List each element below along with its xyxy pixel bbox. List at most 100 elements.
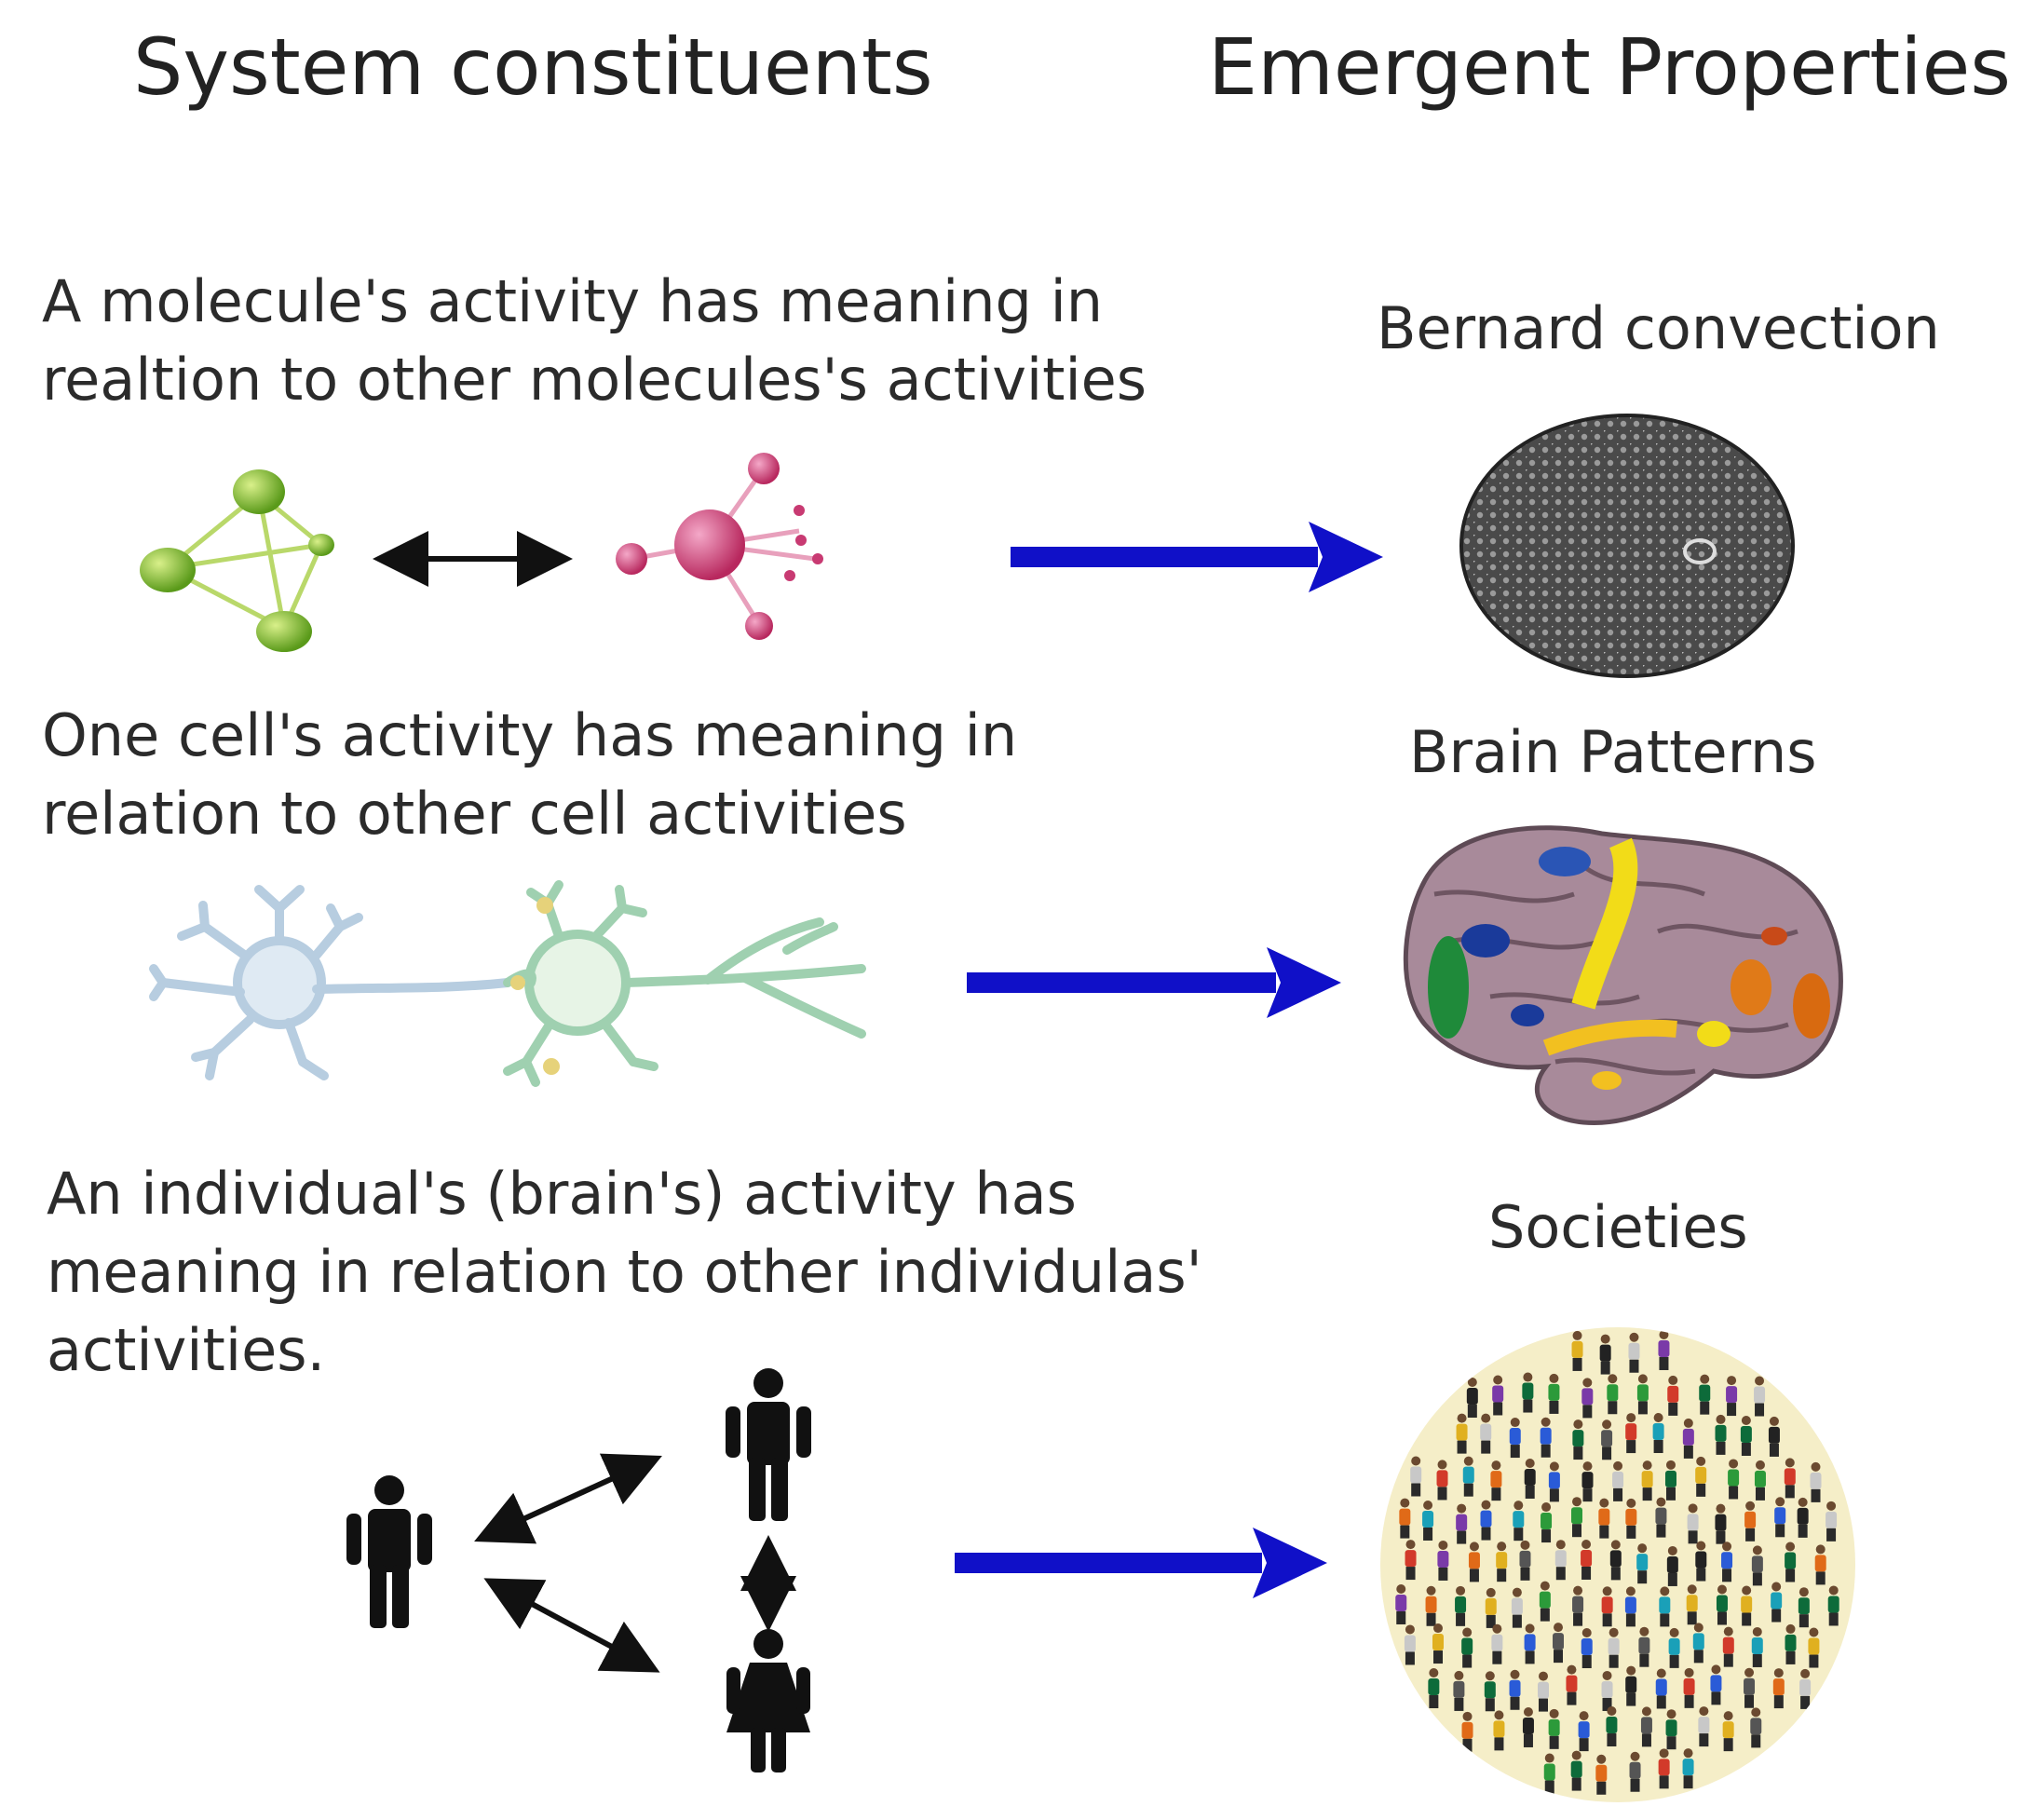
crowd-person-icon xyxy=(1461,1711,1473,1752)
property-societies: Societies xyxy=(1488,1193,1748,1261)
crowd-person-icon xyxy=(1636,1543,1649,1584)
crowd-person-icon xyxy=(1808,1627,1820,1668)
crowd-person-icon xyxy=(1599,1334,1611,1375)
bernard-convection-image xyxy=(1459,414,1795,678)
crowd-person-icon xyxy=(1826,1501,1838,1542)
crowd-person-icon xyxy=(1578,1711,1590,1752)
crowd-person-icon xyxy=(1695,1541,1707,1582)
big-arrow-row-3 xyxy=(955,1528,1327,1598)
row-1-line-1: A molecule's activity has meaning in xyxy=(42,267,1104,335)
crowd-person-icon xyxy=(1628,1332,1640,1373)
crowd-person-icon xyxy=(1641,1460,1653,1501)
row-2-line-2: relation to other cell activities xyxy=(42,780,907,848)
crowd-person-icon xyxy=(1682,1418,1694,1459)
crowd-person-icon xyxy=(1664,1460,1676,1501)
crowd-person-icon xyxy=(1395,1583,1407,1624)
crowd-person-icon xyxy=(1629,1751,1641,1792)
crowd-person-icon xyxy=(1480,1500,1492,1541)
crowd-person-icon xyxy=(1715,1503,1727,1544)
crowd-person-icon xyxy=(1513,1501,1525,1542)
crowd-person-icon xyxy=(1726,1376,1738,1417)
crowd-person-icon xyxy=(1509,1418,1521,1459)
crowd-person-icon xyxy=(1692,1623,1704,1664)
crowd-person-icon xyxy=(1607,1374,1619,1415)
crowd-person-icon xyxy=(1667,1375,1679,1416)
crowd-person-icon xyxy=(1772,1668,1785,1709)
people-interaction-arrows xyxy=(474,1453,796,1673)
crowd-person-icon xyxy=(1722,1711,1734,1752)
crowd-person-icon xyxy=(1810,1461,1822,1502)
crowd-person-icon xyxy=(1456,1413,1468,1454)
crowd-person-icon xyxy=(1468,1542,1480,1582)
person-top-icon xyxy=(726,1368,811,1521)
crowd-person-icon xyxy=(1715,1414,1727,1455)
crowd-person-icon xyxy=(1698,1706,1710,1747)
crowd-person-icon xyxy=(1744,1501,1757,1542)
property-bernard-convection: Bernard convection xyxy=(1377,294,1940,362)
neuron-icon xyxy=(149,880,866,1087)
person-left-icon xyxy=(346,1475,432,1628)
row-2-description: One cell's activity has meaning in relat… xyxy=(42,697,1017,853)
crowd-person-icon xyxy=(1554,1540,1567,1581)
crowd-person-icon xyxy=(1668,1627,1680,1668)
green-molecule-icon xyxy=(140,469,334,652)
crowd-person-icon xyxy=(1601,1419,1613,1460)
row-3-description: An individual's (brain's) activity has m… xyxy=(47,1155,1202,1390)
crowd-person-icon xyxy=(1437,1540,1449,1581)
crowd-person-icon xyxy=(1519,1540,1531,1581)
crowd-person-icon xyxy=(1480,1413,1492,1454)
crowd-person-icon xyxy=(1797,1497,1809,1538)
pink-molecule-icon xyxy=(616,453,823,640)
crowd-person-icon xyxy=(1524,1458,1536,1499)
crowd-person-icon xyxy=(1774,1497,1786,1538)
crowd-person-icon xyxy=(1524,1623,1536,1664)
crowd-person-icon xyxy=(1636,1374,1649,1415)
crowd-person-icon xyxy=(1751,1626,1763,1667)
crowd-person-icon xyxy=(1638,1626,1650,1667)
crowd-person-icon xyxy=(1572,1585,1584,1626)
row-1-line-2: realtion to other molecules's activities xyxy=(42,346,1147,414)
crowd-person-icon xyxy=(1466,1378,1478,1419)
societies-crowd-image xyxy=(1380,1327,1855,1802)
crowd-person-icon xyxy=(1768,1416,1780,1457)
crowd-person-icon xyxy=(1754,1376,1766,1417)
crowd-person-icon xyxy=(1522,1372,1534,1413)
row-2-line-1: One cell's activity has meaning in xyxy=(42,701,1018,769)
crowd-person-icon xyxy=(1751,1545,1763,1586)
crowd-person-icon xyxy=(1655,1668,1667,1709)
crowd-person-icon xyxy=(1492,1375,1504,1416)
row-3-line-3: activities. xyxy=(47,1316,326,1384)
crowd-person-icon xyxy=(1455,1585,1467,1626)
row-3-line-2: meaning in relation to other individulas… xyxy=(47,1238,1202,1306)
crowd-person-icon xyxy=(1750,1707,1762,1748)
crowd-person-icon xyxy=(1609,1540,1622,1581)
crowd-person-icon xyxy=(1624,1586,1636,1627)
crowd-person-icon xyxy=(1410,1456,1422,1497)
crowd-person-icon xyxy=(1741,1585,1753,1626)
crowd-person-icon xyxy=(1771,1582,1783,1623)
crowd-person-icon xyxy=(1695,1456,1707,1497)
crowd-person-icon xyxy=(1687,1503,1699,1544)
crowd-person-icon xyxy=(1601,1670,1613,1711)
crowd-person-icon xyxy=(1490,1460,1502,1501)
crowd-person-icon xyxy=(1827,1585,1839,1626)
crowd-person-icon xyxy=(1728,1459,1740,1500)
crowd-person-icon xyxy=(1543,1753,1555,1794)
crowd-person-icon xyxy=(1785,1623,1797,1664)
crowd-person-icon xyxy=(1721,1542,1733,1582)
crowd-person-icon xyxy=(1682,1748,1694,1789)
crowd-person-icon xyxy=(1716,1584,1728,1625)
crowd-person-icon xyxy=(1484,1671,1496,1712)
crowd-person-icon xyxy=(1722,1626,1734,1667)
crowd-person-icon xyxy=(1453,1670,1465,1711)
person-female-icon xyxy=(726,1629,810,1772)
property-brain-patterns: Brain Patterns xyxy=(1409,718,1817,786)
crowd-person-icon xyxy=(1601,1586,1613,1627)
crowd-person-icon xyxy=(1710,1664,1722,1705)
row-1-description: A molecule's activity has meaning in rea… xyxy=(42,263,1147,419)
crowd-person-icon xyxy=(1598,1498,1610,1539)
crowd-person-icon xyxy=(1496,1542,1508,1582)
crowd-person-icon xyxy=(1548,1461,1560,1502)
crowd-person-icon xyxy=(1485,1587,1497,1628)
crowd-person-icon xyxy=(1566,1664,1578,1705)
